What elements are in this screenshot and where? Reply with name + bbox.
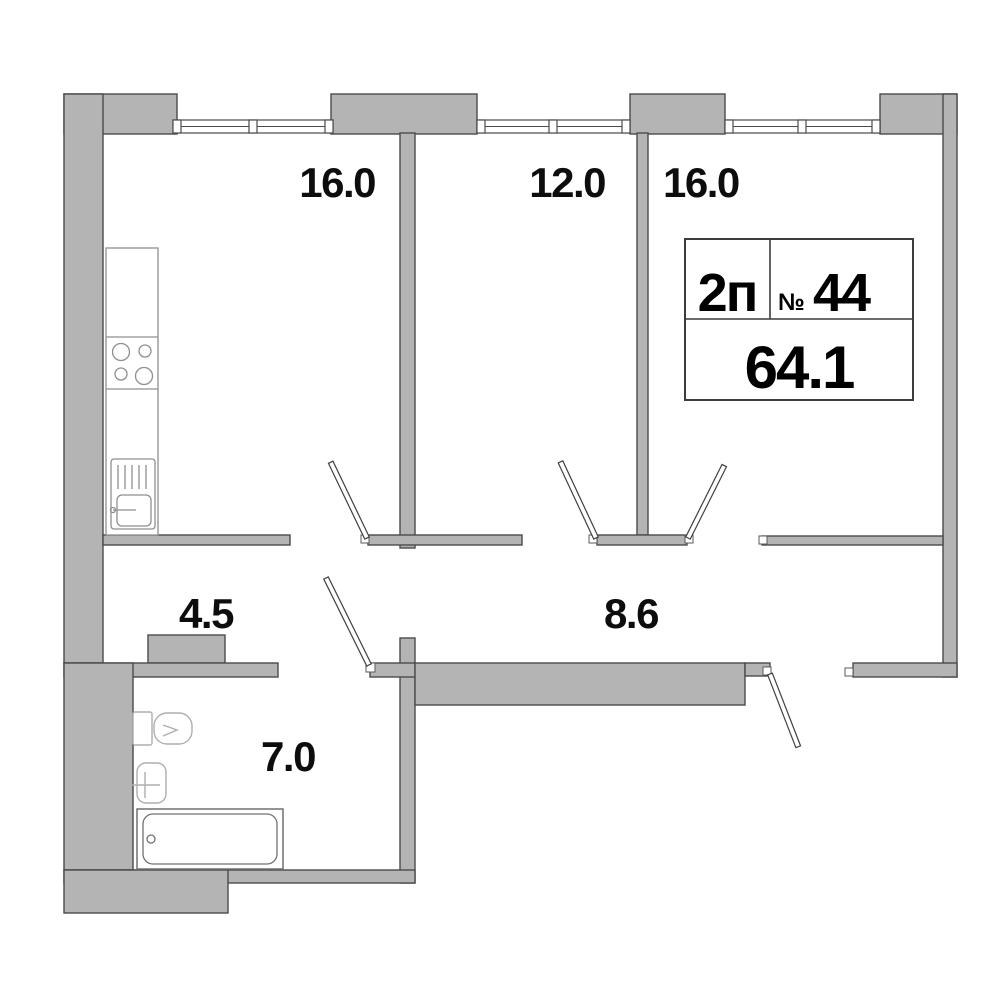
card-number-sign: № — [778, 289, 805, 316]
kitchen-fixtures — [105, 247, 159, 536]
wall-right — [942, 93, 958, 678]
wall-left — [63, 93, 104, 664]
room-label-middle: 12.0 — [529, 159, 605, 206]
door-leaf-entrance — [766, 672, 802, 749]
window-icon — [724, 119, 881, 134]
card-total-area: 64.1 — [745, 334, 854, 401]
door-jamb — [758, 535, 768, 545]
wall-pier-top-1 — [330, 93, 478, 135]
door-jamb — [762, 666, 772, 676]
toilet-icon — [132, 711, 193, 746]
windows — [172, 119, 881, 134]
wall-entry-right-seg — [852, 662, 958, 678]
vent-shaft-block — [147, 634, 226, 664]
wall-block-bottom-left — [63, 869, 229, 914]
wall-bath-top-right — [369, 662, 416, 678]
wall-entry-band — [414, 662, 746, 706]
room-label-bathroom: 7.0 — [261, 733, 315, 780]
card-apartment-number: 44 — [813, 263, 871, 323]
room-label-hall: 8.6 — [604, 590, 658, 637]
sink-icon — [109, 458, 156, 530]
wall-room-right-bottom — [761, 535, 944, 546]
card-plan-type: 2п — [698, 263, 757, 323]
window-icon — [172, 119, 334, 134]
bathroom-fixtures — [131, 711, 284, 870]
apartment-card: 2п № 44 64.1 — [684, 238, 914, 401]
door-leaf-bathroom — [322, 576, 373, 667]
bathtub-icon — [136, 808, 284, 870]
wall-hall-top-kitchen — [102, 534, 291, 546]
washbasin-icon — [131, 762, 167, 804]
window-icon — [476, 119, 631, 134]
door-leaf-room-middle — [557, 460, 600, 540]
wall-bath-left — [63, 662, 134, 871]
door-jamb — [844, 667, 854, 677]
door-leaf-room-right — [684, 463, 728, 540]
room-label-right: 16.0 — [663, 159, 739, 206]
wall-room-room-divider — [636, 132, 649, 536]
stove-icon — [111, 342, 154, 386]
wall-hall-top-middle — [367, 534, 523, 546]
room-labels: 16.0 12.0 16.0 4.5 8.6 7.0 — [179, 159, 740, 780]
door-leaf-kitchen — [327, 460, 371, 540]
walls — [63, 93, 958, 914]
doors — [322, 460, 854, 749]
room-label-hall-small: 4.5 — [179, 590, 234, 637]
wall-pier-top-2 — [629, 93, 726, 135]
room-label-kitchen: 16.0 — [299, 159, 375, 206]
wall-kitchen-room-divider — [399, 132, 416, 549]
wall-hall-top-doors — [596, 534, 688, 546]
